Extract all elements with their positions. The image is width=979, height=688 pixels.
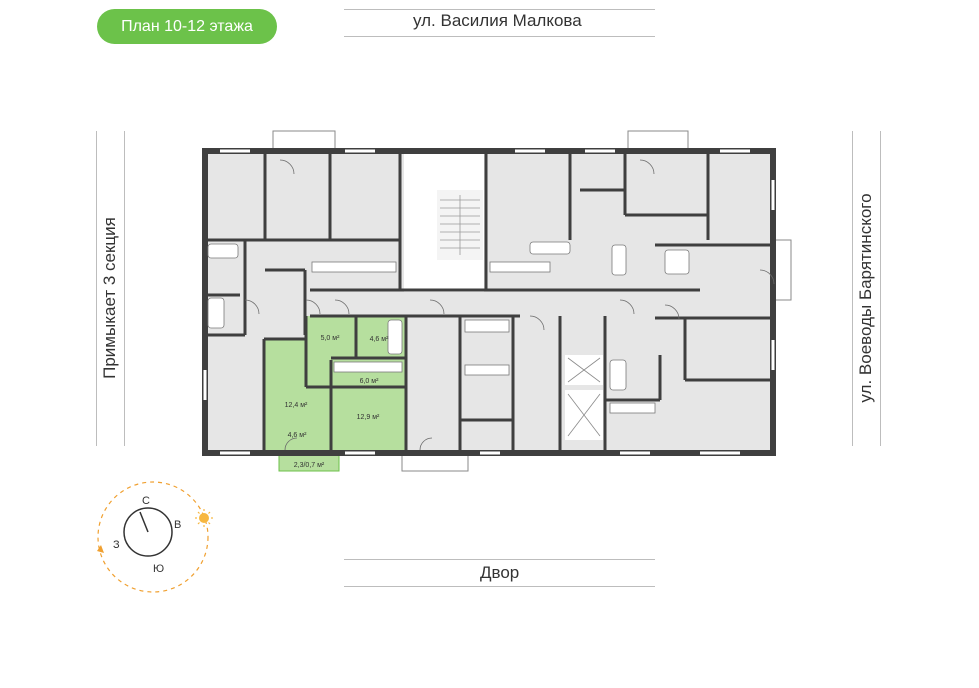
street-label-top: ул. Василия Малкова [413, 11, 582, 30]
doors [244, 159, 775, 451]
compass-south: Ю [153, 563, 164, 575]
kitchen-counter [609, 402, 656, 414]
street-label-bottom: Двор [480, 563, 520, 582]
street-line-right-2 [880, 131, 881, 446]
area-kitchen: 6,0 м² [360, 378, 379, 385]
interior-walls [205, 151, 773, 450]
apartment-hall [306, 316, 356, 360]
kitchen-counter [464, 364, 510, 376]
area-room-b: 12,9 м² [357, 414, 380, 421]
stair-treads [440, 195, 480, 255]
fixtures [207, 241, 690, 414]
area-balcony: 2,3/0,7 м² [294, 462, 325, 469]
compass-needle [139, 511, 149, 533]
street-line-right-1 [852, 131, 853, 446]
street-line-top-2 [344, 36, 655, 37]
bath-tub [207, 297, 225, 329]
compass-ring [123, 507, 173, 557]
street-line-bottom-1 [344, 559, 655, 560]
area-bath: 4,6 м² [370, 336, 389, 343]
bath-tub [611, 244, 627, 276]
area-corridor: 4,6 м² [288, 432, 307, 439]
floor-plan-title: План 10-12 этажа [97, 9, 277, 44]
bath-tub [464, 319, 510, 333]
shower [664, 249, 690, 275]
kitchen-counter [333, 361, 403, 373]
compass: С В Ю З [97, 481, 213, 593]
bath-tub [609, 359, 627, 391]
balcony-bottom-center [401, 454, 469, 472]
lift-marks [567, 357, 601, 437]
street-line-left-2 [124, 131, 125, 446]
windows [203, 149, 775, 455]
sun-path-arrow-icon [97, 545, 104, 553]
street-line-left-1 [96, 131, 97, 446]
area-room-a: 12,4 м² [285, 402, 308, 409]
street-line-top-1 [344, 9, 655, 10]
kitchen-counter [489, 261, 551, 273]
kitchen-counter [311, 261, 397, 273]
sun-icon [199, 513, 209, 523]
bath-tub [207, 243, 239, 259]
apartment-corridor [306, 360, 331, 387]
compass-west: З [113, 539, 120, 551]
apartment-room-b [331, 387, 406, 450]
compass-east: В [174, 519, 181, 531]
sun-path [97, 481, 209, 593]
area-hall: 5,0 м² [321, 335, 340, 342]
street-line-bottom-2 [344, 586, 655, 587]
sun-rays [195, 509, 213, 527]
bath-tub [387, 319, 403, 355]
compass-north: С [142, 495, 150, 507]
bath-tub [529, 241, 571, 255]
